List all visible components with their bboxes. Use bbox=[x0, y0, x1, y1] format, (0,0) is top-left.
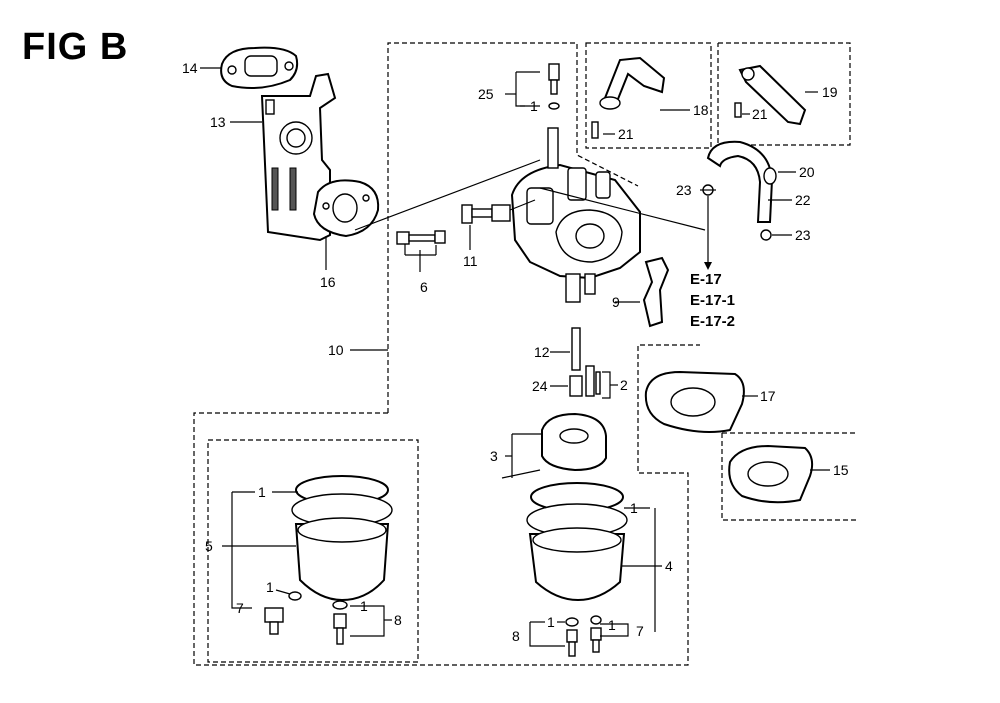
callout-5[interactable]: 5 bbox=[205, 538, 213, 554]
callout-12[interactable]: 12 bbox=[534, 344, 550, 360]
drain-screw-part-7-right[interactable] bbox=[590, 615, 602, 653]
callout-8-left[interactable]: 8 bbox=[394, 612, 402, 628]
callout-10[interactable]: 10 bbox=[328, 342, 344, 358]
callout-3[interactable]: 3 bbox=[490, 448, 498, 464]
spring-part-2[interactable] bbox=[585, 365, 601, 397]
gasket-part-14[interactable] bbox=[220, 46, 299, 89]
callout-23-bottom[interactable]: 23 bbox=[795, 227, 811, 243]
bowl-bolt-part-8-right[interactable] bbox=[565, 617, 579, 657]
callout-8-right[interactable]: 8 bbox=[512, 628, 520, 644]
gasket-part-15[interactable] bbox=[728, 444, 814, 504]
callout-6[interactable]: 6 bbox=[420, 279, 428, 295]
breather-tube-part-22[interactable] bbox=[706, 140, 777, 223]
callout-16[interactable]: 16 bbox=[320, 274, 336, 290]
callout-7-right[interactable]: 7 bbox=[636, 623, 644, 639]
bowl-bolt-part-8-left[interactable] bbox=[332, 600, 348, 645]
callout-1-right-bolt[interactable]: 1 bbox=[547, 614, 555, 630]
main-jet-part-12[interactable] bbox=[571, 327, 581, 371]
callout-2[interactable]: 2 bbox=[620, 377, 628, 393]
callout-17[interactable]: 17 bbox=[760, 388, 776, 404]
callout-1-left-bolt[interactable]: 1 bbox=[360, 598, 368, 614]
callout-19[interactable]: 19 bbox=[822, 84, 838, 100]
callout-23-top[interactable]: 23 bbox=[676, 182, 692, 198]
float-bowl-part-4-right[interactable] bbox=[526, 482, 628, 602]
callout-1-top[interactable]: 1 bbox=[530, 98, 538, 114]
callout-7-left[interactable]: 7 bbox=[236, 600, 244, 616]
callout-20[interactable]: 20 bbox=[799, 164, 815, 180]
reference-e17[interactable]: E-17 bbox=[690, 271, 722, 288]
pilot-screw-part-6[interactable] bbox=[396, 230, 446, 245]
callout-18[interactable]: 18 bbox=[693, 102, 709, 118]
callout-14[interactable]: 14 bbox=[182, 60, 198, 76]
throttle-lever-frame bbox=[717, 42, 851, 146]
reference-e17-2[interactable]: E-17-2 bbox=[690, 313, 736, 330]
screw-part-25[interactable] bbox=[548, 63, 560, 95]
float-part-3[interactable] bbox=[501, 412, 607, 479]
callout-21-choke[interactable]: 21 bbox=[618, 126, 634, 142]
jet-part-24[interactable] bbox=[569, 375, 583, 397]
callout-22[interactable]: 22 bbox=[795, 192, 811, 208]
callout-15[interactable]: 15 bbox=[833, 462, 849, 478]
callout-1-left-small[interactable]: 1 bbox=[266, 579, 274, 595]
callout-24[interactable]: 24 bbox=[532, 378, 548, 394]
drain-screw-part-7-left[interactable] bbox=[264, 591, 302, 635]
callout-13[interactable]: 13 bbox=[210, 114, 226, 130]
throttle-lever-part-19[interactable] bbox=[734, 64, 807, 126]
gasket-part-17[interactable] bbox=[644, 370, 745, 433]
callout-1-right-bowl[interactable]: 1 bbox=[630, 500, 638, 516]
throttle-stop-screw-part-11[interactable] bbox=[461, 204, 511, 224]
callout-labels: 14 13 16 6 11 10 25 1 18 21 19 21 20 22 … bbox=[182, 60, 849, 644]
leader-lines bbox=[200, 67, 830, 647]
main-assembly-frame bbox=[193, 42, 700, 666]
gasket-part-16[interactable] bbox=[312, 179, 380, 238]
left-bowl-frame bbox=[207, 439, 419, 663]
callout-1-right-drain[interactable]: 1 bbox=[608, 617, 616, 633]
choke-lever-frame bbox=[585, 42, 712, 149]
washer-part-1-top[interactable] bbox=[548, 102, 560, 110]
choke-lever-part-18[interactable] bbox=[591, 56, 666, 139]
reference-e17-1[interactable]: E-17-1 bbox=[690, 292, 736, 309]
callout-1-left-bowl[interactable]: 1 bbox=[258, 484, 266, 500]
callout-21-throttle[interactable]: 21 bbox=[752, 106, 768, 122]
callout-25[interactable]: 25 bbox=[478, 86, 494, 102]
gasket-frame-lower bbox=[721, 433, 856, 521]
float-bowl-part-5-left[interactable] bbox=[291, 475, 393, 602]
carburetor-body-part-10[interactable] bbox=[510, 127, 641, 303]
callout-11[interactable]: 11 bbox=[463, 253, 478, 269]
bracket-part-9[interactable] bbox=[642, 256, 670, 328]
callout-9[interactable]: 9 bbox=[612, 294, 620, 310]
figure-title: FIG B bbox=[22, 26, 129, 68]
callout-4[interactable]: 4 bbox=[665, 558, 673, 574]
clip-part-23-bottom[interactable] bbox=[760, 229, 772, 241]
